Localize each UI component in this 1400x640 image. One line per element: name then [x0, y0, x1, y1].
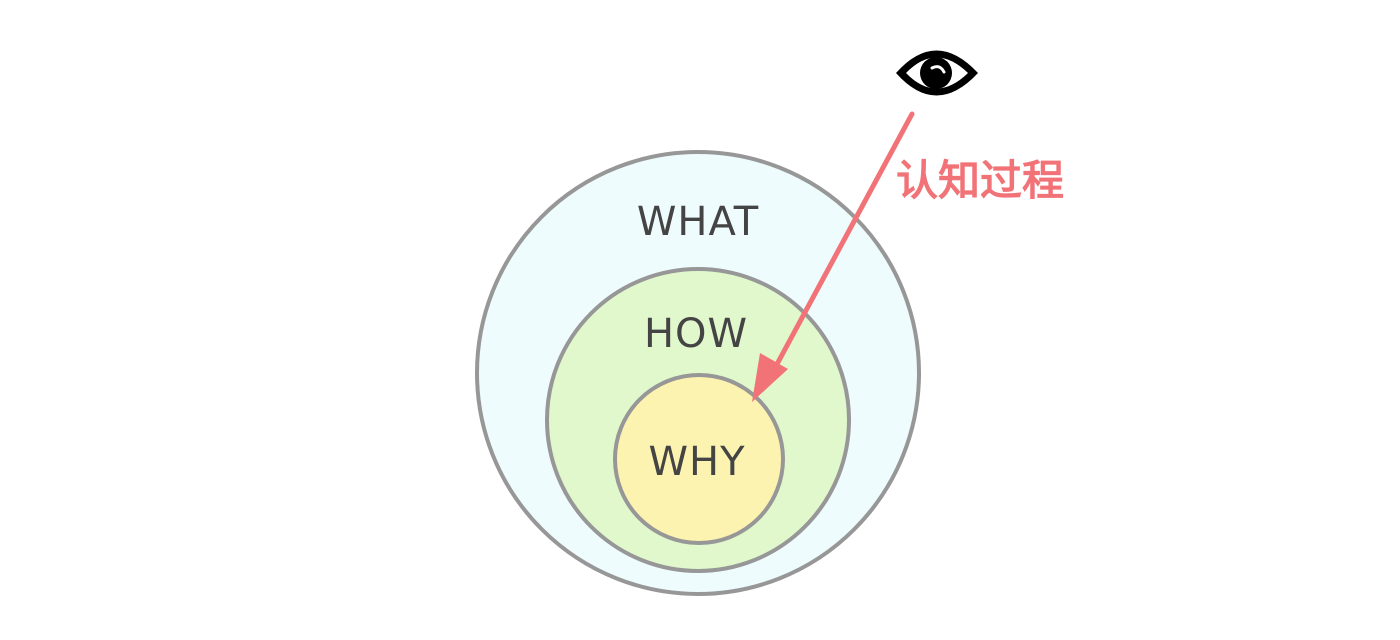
why-label: WHY [648, 439, 745, 485]
process-arrow-shaft [773, 111, 915, 369]
process-arrow-head [752, 353, 788, 402]
what-label: WHAT [637, 199, 759, 245]
process-label: 认知过程 [896, 156, 1064, 205]
eye-iris [920, 57, 952, 89]
eye-highlight [930, 65, 946, 74]
how-label: HOW [644, 311, 748, 357]
eye-icon [896, 50, 978, 96]
why-circle [613, 373, 785, 545]
process-arrow [752, 111, 915, 402]
